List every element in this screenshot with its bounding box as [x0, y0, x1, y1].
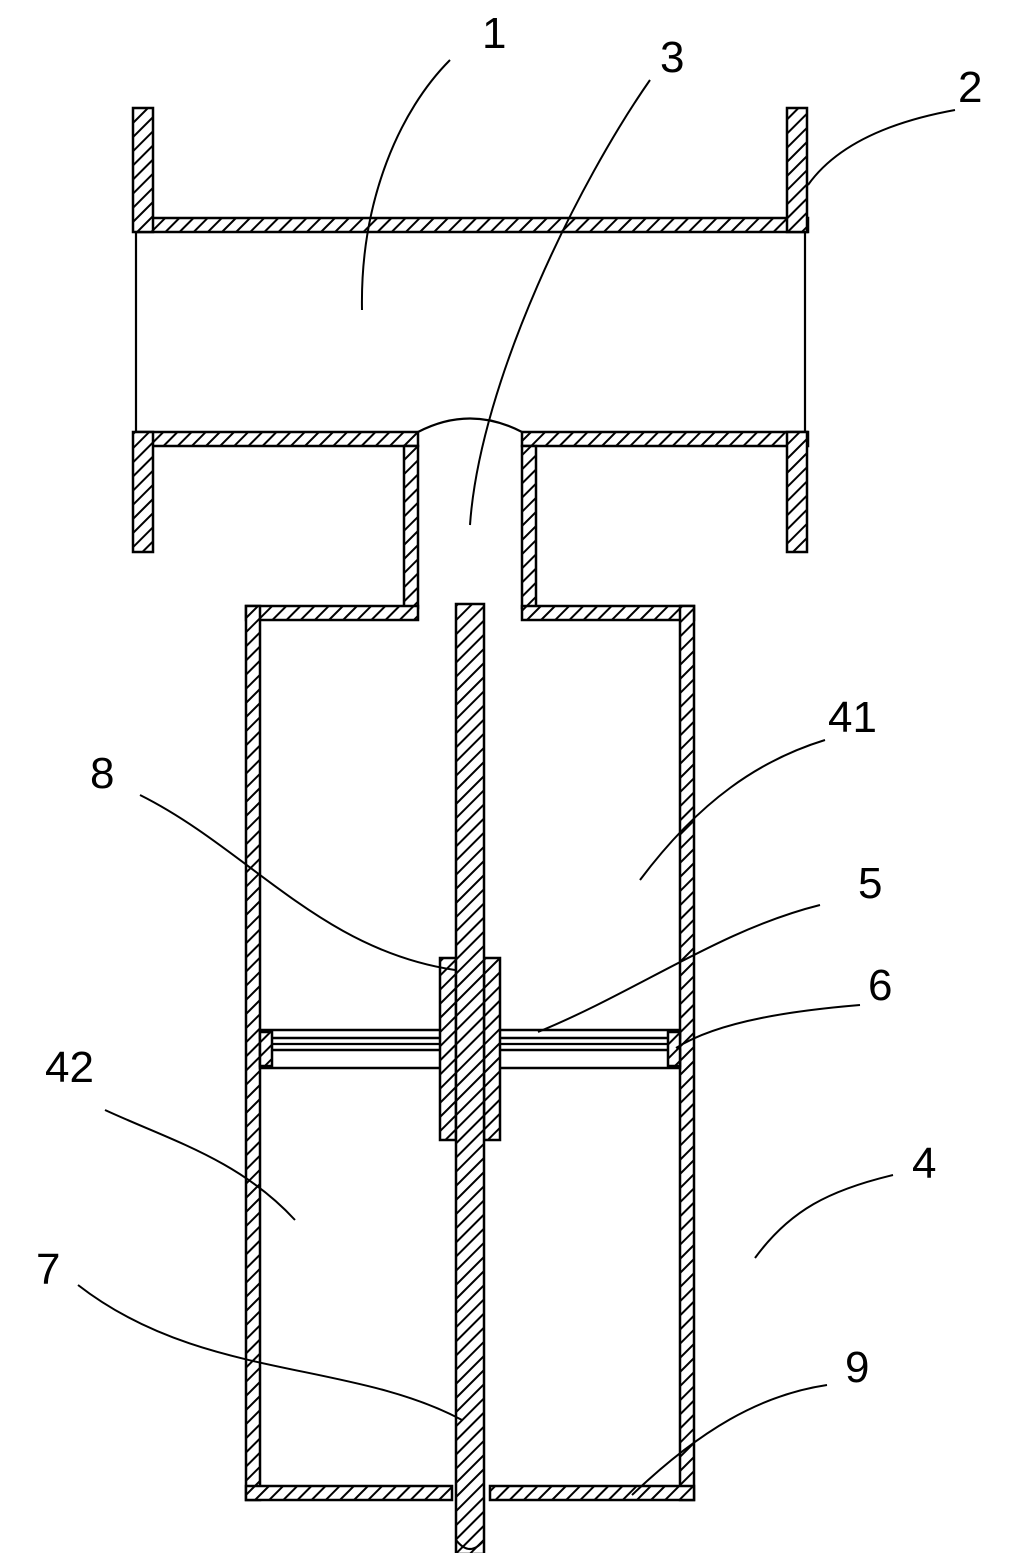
label-screw-rod: 7 — [36, 1245, 60, 1294]
leader-7 — [77, 1284, 463, 1421]
seal-ring-left — [258, 1030, 274, 1068]
leader-5 — [537, 904, 821, 1033]
label-piston-plate: 5 — [858, 859, 882, 908]
label-upper-chamber: 41 — [828, 693, 877, 742]
leader-1 — [360, 59, 451, 311]
label-seal-ring: 6 — [868, 961, 892, 1010]
label-flange: 2 — [958, 63, 982, 112]
flange-right — [785, 106, 809, 554]
leader-8 — [139, 794, 456, 971]
leader-9 — [631, 1384, 828, 1496]
label-lower-chamber: 42 — [45, 1043, 94, 1092]
screw-rod — [454, 602, 486, 1553]
seal-ring-right — [666, 1030, 682, 1068]
leader-3 — [469, 79, 651, 526]
leader-4 — [754, 1174, 894, 1259]
label-bottom-plate: 9 — [845, 1343, 869, 1392]
label-connecting-tube: 3 — [660, 33, 684, 82]
leader-42 — [104, 1109, 296, 1221]
leader-2 — [807, 109, 956, 186]
leader-6 — [675, 1004, 861, 1049]
flange-left — [131, 106, 155, 554]
connecting-tube — [402, 444, 538, 610]
label-pipe-body: 1 — [482, 9, 506, 58]
bottom-plate — [244, 1484, 696, 1502]
label-cylinder: 4 — [912, 1139, 936, 1188]
leader-41 — [639, 739, 826, 881]
label-nut: 8 — [90, 749, 114, 798]
pipe-body — [134, 216, 810, 448]
